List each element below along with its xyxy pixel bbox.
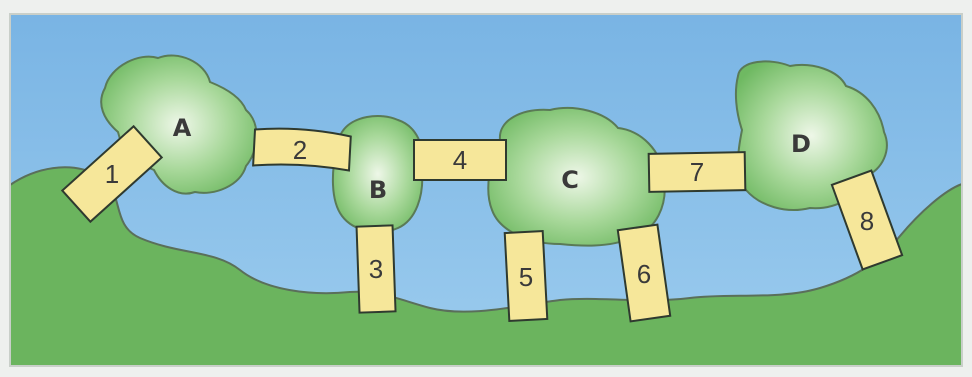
bridge-3: 3 bbox=[357, 225, 396, 312]
bridge-1-label: 1 bbox=[105, 159, 119, 189]
island-d-label: D bbox=[791, 130, 811, 158]
bridge-7-label: 7 bbox=[690, 157, 704, 187]
island-b bbox=[333, 116, 423, 232]
bridge-4-label: 4 bbox=[453, 145, 467, 175]
bridge-2: 2 bbox=[253, 127, 351, 171]
bridge-7: 7 bbox=[649, 152, 746, 192]
island-a-label: A bbox=[173, 114, 192, 142]
bridge-3-label: 3 bbox=[369, 254, 383, 284]
bridge-8-label: 8 bbox=[860, 206, 874, 236]
bridge-5: 5 bbox=[505, 231, 548, 321]
island-b-label: B bbox=[369, 176, 387, 204]
bridge-6-label: 6 bbox=[637, 259, 651, 289]
bridge-4: 4 bbox=[414, 140, 506, 180]
bridge-2-label: 2 bbox=[293, 135, 307, 165]
island-c-label: C bbox=[561, 166, 579, 194]
bridge-5-label: 5 bbox=[519, 262, 533, 292]
